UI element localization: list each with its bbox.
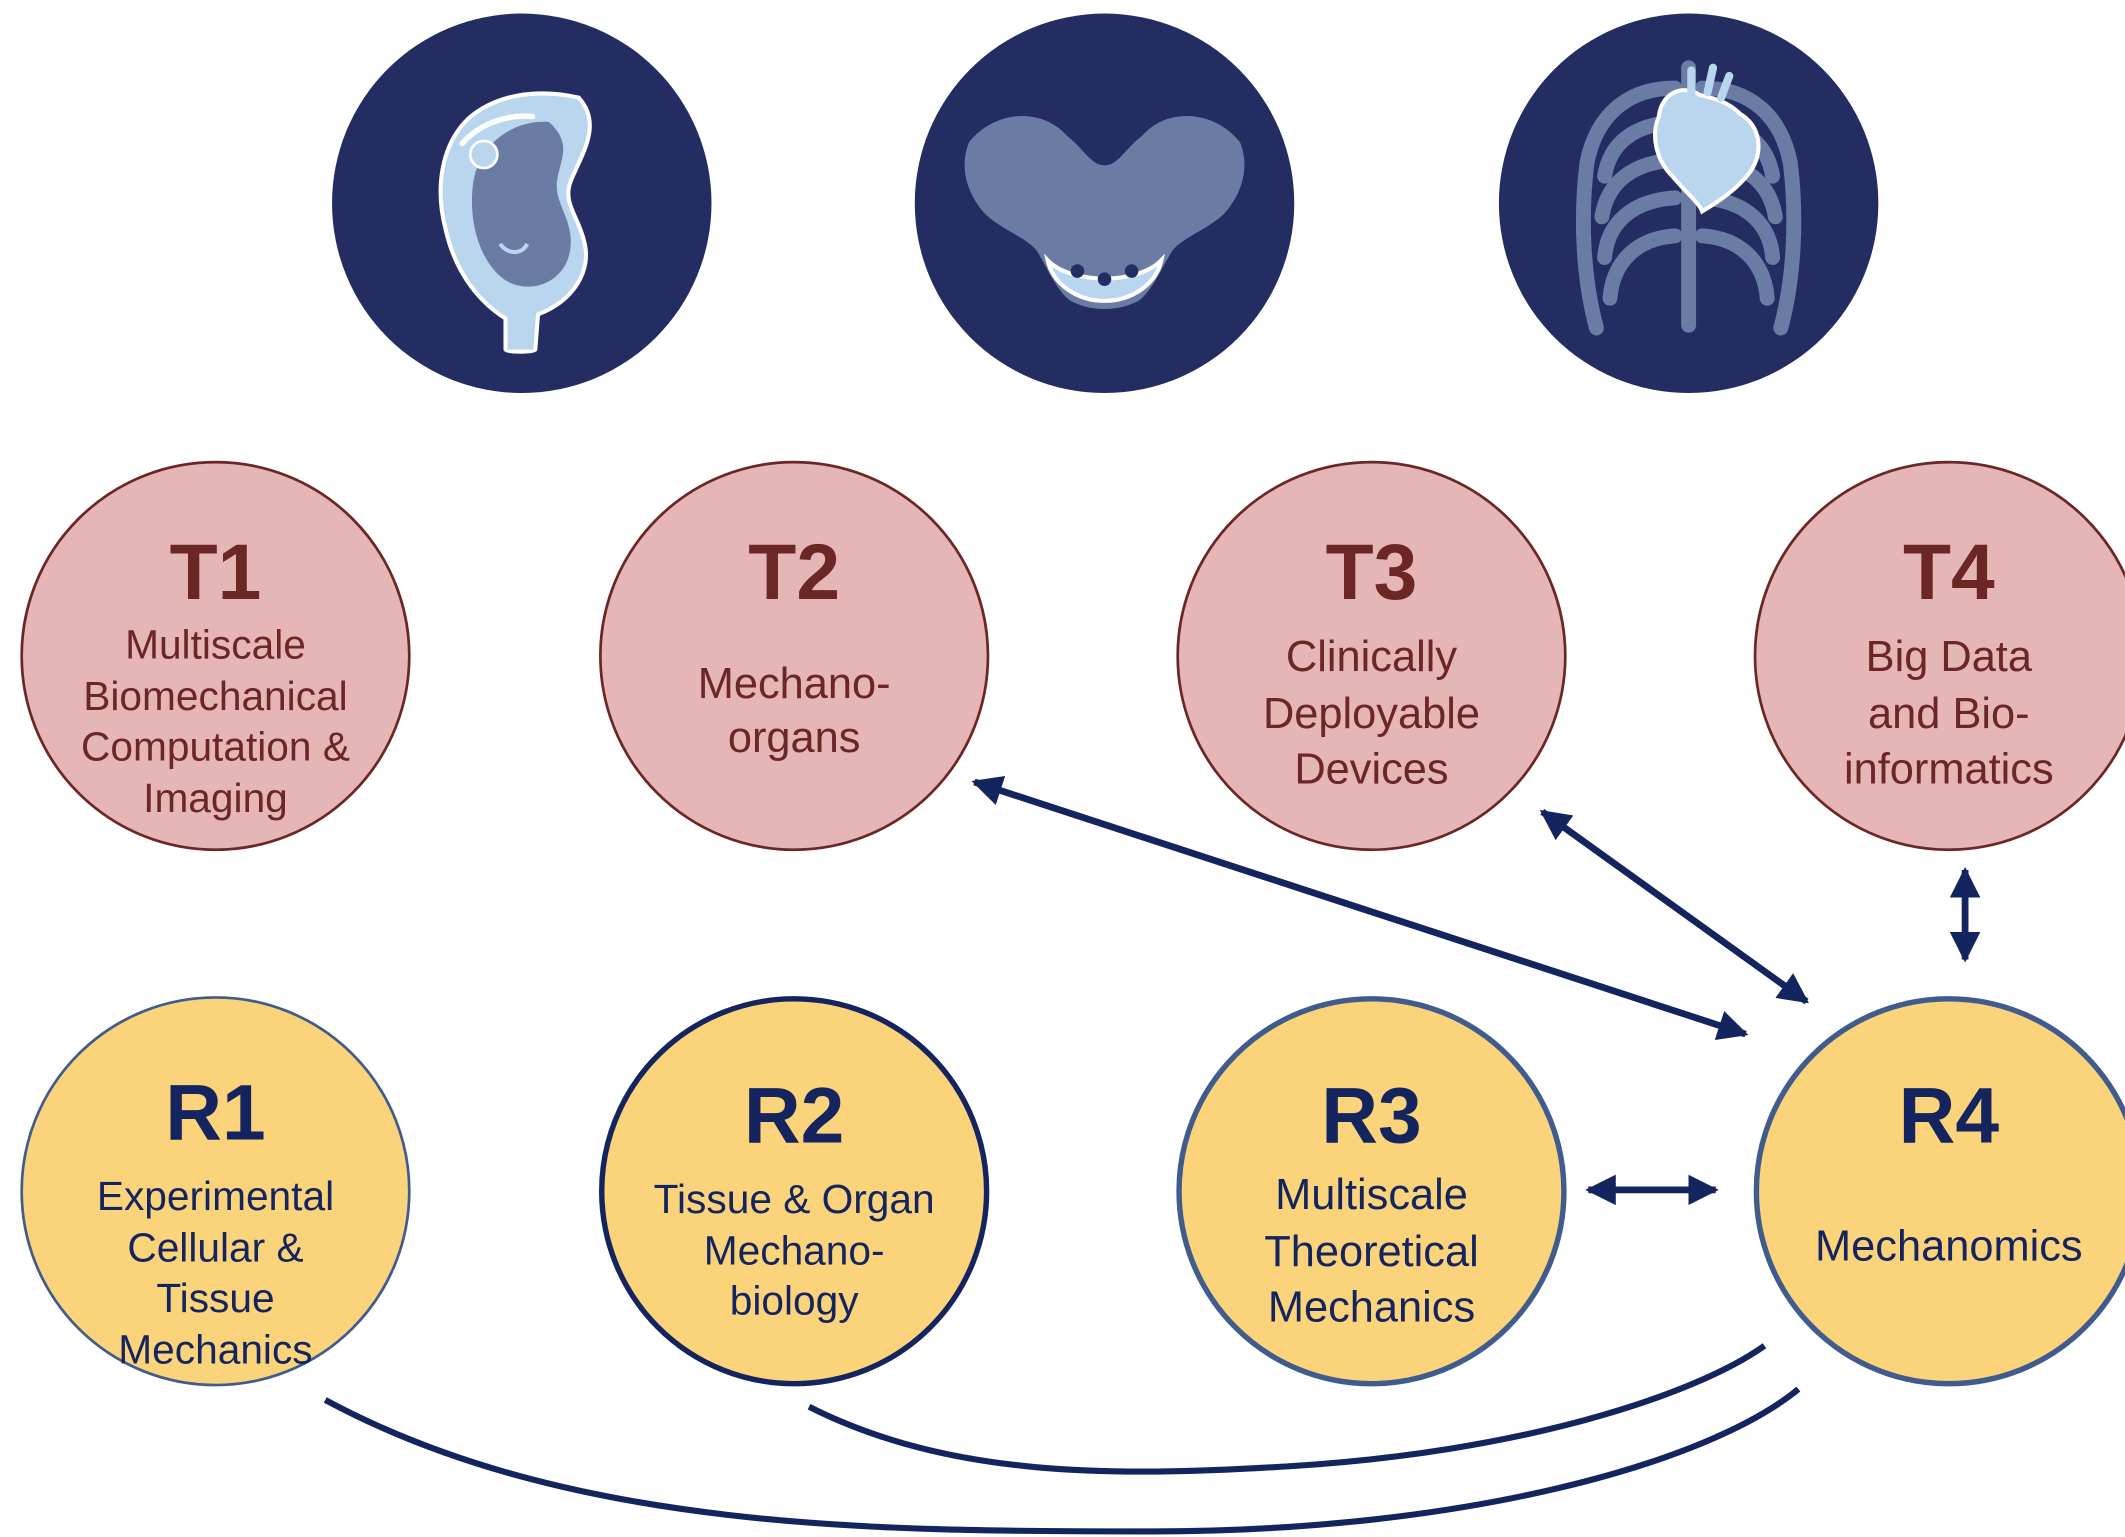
arrow-t3-r4	[1539, 809, 1809, 1005]
node-code: T1	[169, 528, 262, 617]
research-node-r1: R1 Experimental Cellular & Tissue Mechan…	[20, 996, 411, 1387]
node-label: Multiscale Biomechanical Computation & I…	[80, 623, 350, 821]
pelvis-icon	[914, 13, 1295, 394]
node-label: Big Data and Bio- informatics	[1843, 631, 2054, 794]
node-code: R4	[1898, 1071, 2000, 1161]
ribcage-heart-icon	[1498, 13, 1879, 394]
node-code: T4	[1902, 528, 1995, 617]
node-label: Multiscale Theoretical Mechanics	[1264, 1169, 1479, 1332]
theme-node-t1: T1 Multiscale Biomechanical Computation …	[20, 460, 411, 852]
theme-node-t2: T2 Mechano- organs	[599, 460, 990, 852]
research-node-r4: R4 Mechanomics	[1753, 996, 2125, 1387]
node-label: Mechano- organs	[697, 658, 891, 762]
node-code: R3	[1321, 1071, 1422, 1161]
theme-node-t4: T4 Big Data and Bio- informatics	[1753, 460, 2125, 852]
node-code: R1	[165, 1069, 266, 1158]
node-label: Clinically Deployable Devices	[1262, 631, 1480, 794]
theme-node-t3: T3 Clinically Deployable Devices	[1176, 460, 1567, 852]
node-label: Tissue & Organ Mechano- biology	[653, 1177, 935, 1325]
research-node-r2: R2 Tissue & Organ Mechano- biology	[599, 996, 990, 1387]
embryo-icon	[332, 13, 712, 394]
node-code: T3	[1325, 528, 1418, 617]
node-label: Experimental Cellular & Tissue Mechanics	[96, 1174, 335, 1373]
node-code: R2	[743, 1071, 845, 1161]
node-code: T2	[748, 528, 841, 617]
curve-r2-r4	[807, 1343, 1767, 1475]
curve-r1-r4	[323, 1386, 1801, 1535]
research-node-r3: R3 Multiscale Theoretical Mechanics	[1176, 996, 1567, 1387]
node-label: Mechanomics	[1815, 1221, 2083, 1270]
